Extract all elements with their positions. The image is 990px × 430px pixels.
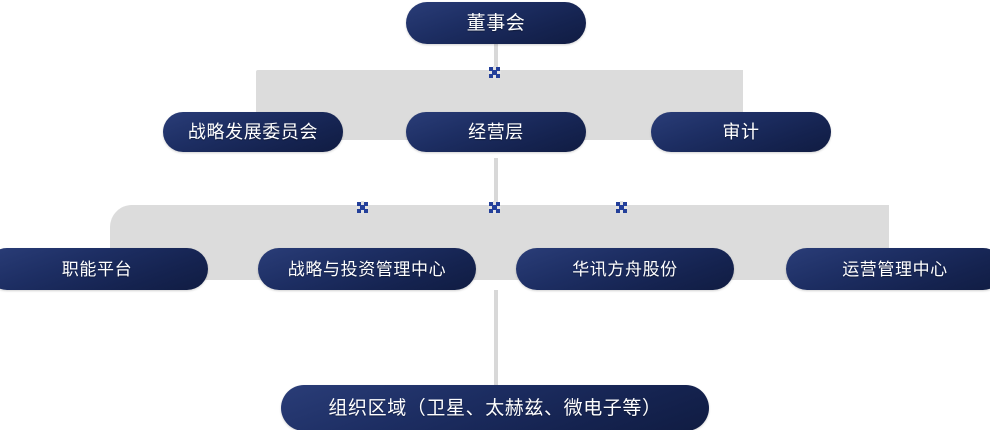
- connector-node-level-3-right[interactable]: [615, 201, 628, 214]
- org-node-functional-platform[interactable]: 职能平台: [0, 248, 208, 290]
- org-node-strategy-committee-label: 战略发展委员会: [187, 122, 319, 142]
- org-node-strategy-investment-center[interactable]: 战略与投资管理中心: [258, 248, 476, 290]
- connector-node-level-3-center[interactable]: [488, 201, 501, 214]
- org-node-board[interactable]: 董事会: [406, 2, 586, 44]
- org-node-organization-regions-label: 组织区域（卫星、太赫兹、微电子等）: [328, 397, 662, 419]
- org-node-strategy-investment-center-label: 战略与投资管理中心: [287, 259, 447, 279]
- org-node-management-label: 经营层: [468, 122, 524, 142]
- org-node-audit[interactable]: 审计: [651, 112, 831, 152]
- connector-node-level-3-left[interactable]: [356, 201, 369, 214]
- org-node-board-label: 董事会: [466, 12, 526, 34]
- org-node-strategy-committee[interactable]: 战略发展委员会: [163, 112, 343, 152]
- connector-node-level-2-center[interactable]: [488, 66, 501, 79]
- org-node-huaxun-fangzhou-label: 华讯方舟股份: [572, 259, 678, 279]
- org-node-functional-platform-label: 职能平台: [61, 259, 133, 279]
- connector-line-level-3-to-regions: [494, 290, 498, 392]
- connector-line-board-to-management: [494, 40, 498, 72]
- org-node-management[interactable]: 经营层: [406, 112, 586, 152]
- org-node-audit-label: 审计: [722, 122, 760, 142]
- org-node-huaxun-fangzhou[interactable]: 华讯方舟股份: [516, 248, 734, 290]
- org-node-operations-center-label: 运营管理中心: [842, 259, 948, 279]
- backdrop-band-level-3: [110, 205, 889, 280]
- org-node-organization-regions[interactable]: 组织区域（卫星、太赫兹、微电子等）: [281, 385, 709, 430]
- connector-line-management-to-level-3: [494, 158, 498, 210]
- org-node-operations-center[interactable]: 运营管理中心: [786, 248, 990, 290]
